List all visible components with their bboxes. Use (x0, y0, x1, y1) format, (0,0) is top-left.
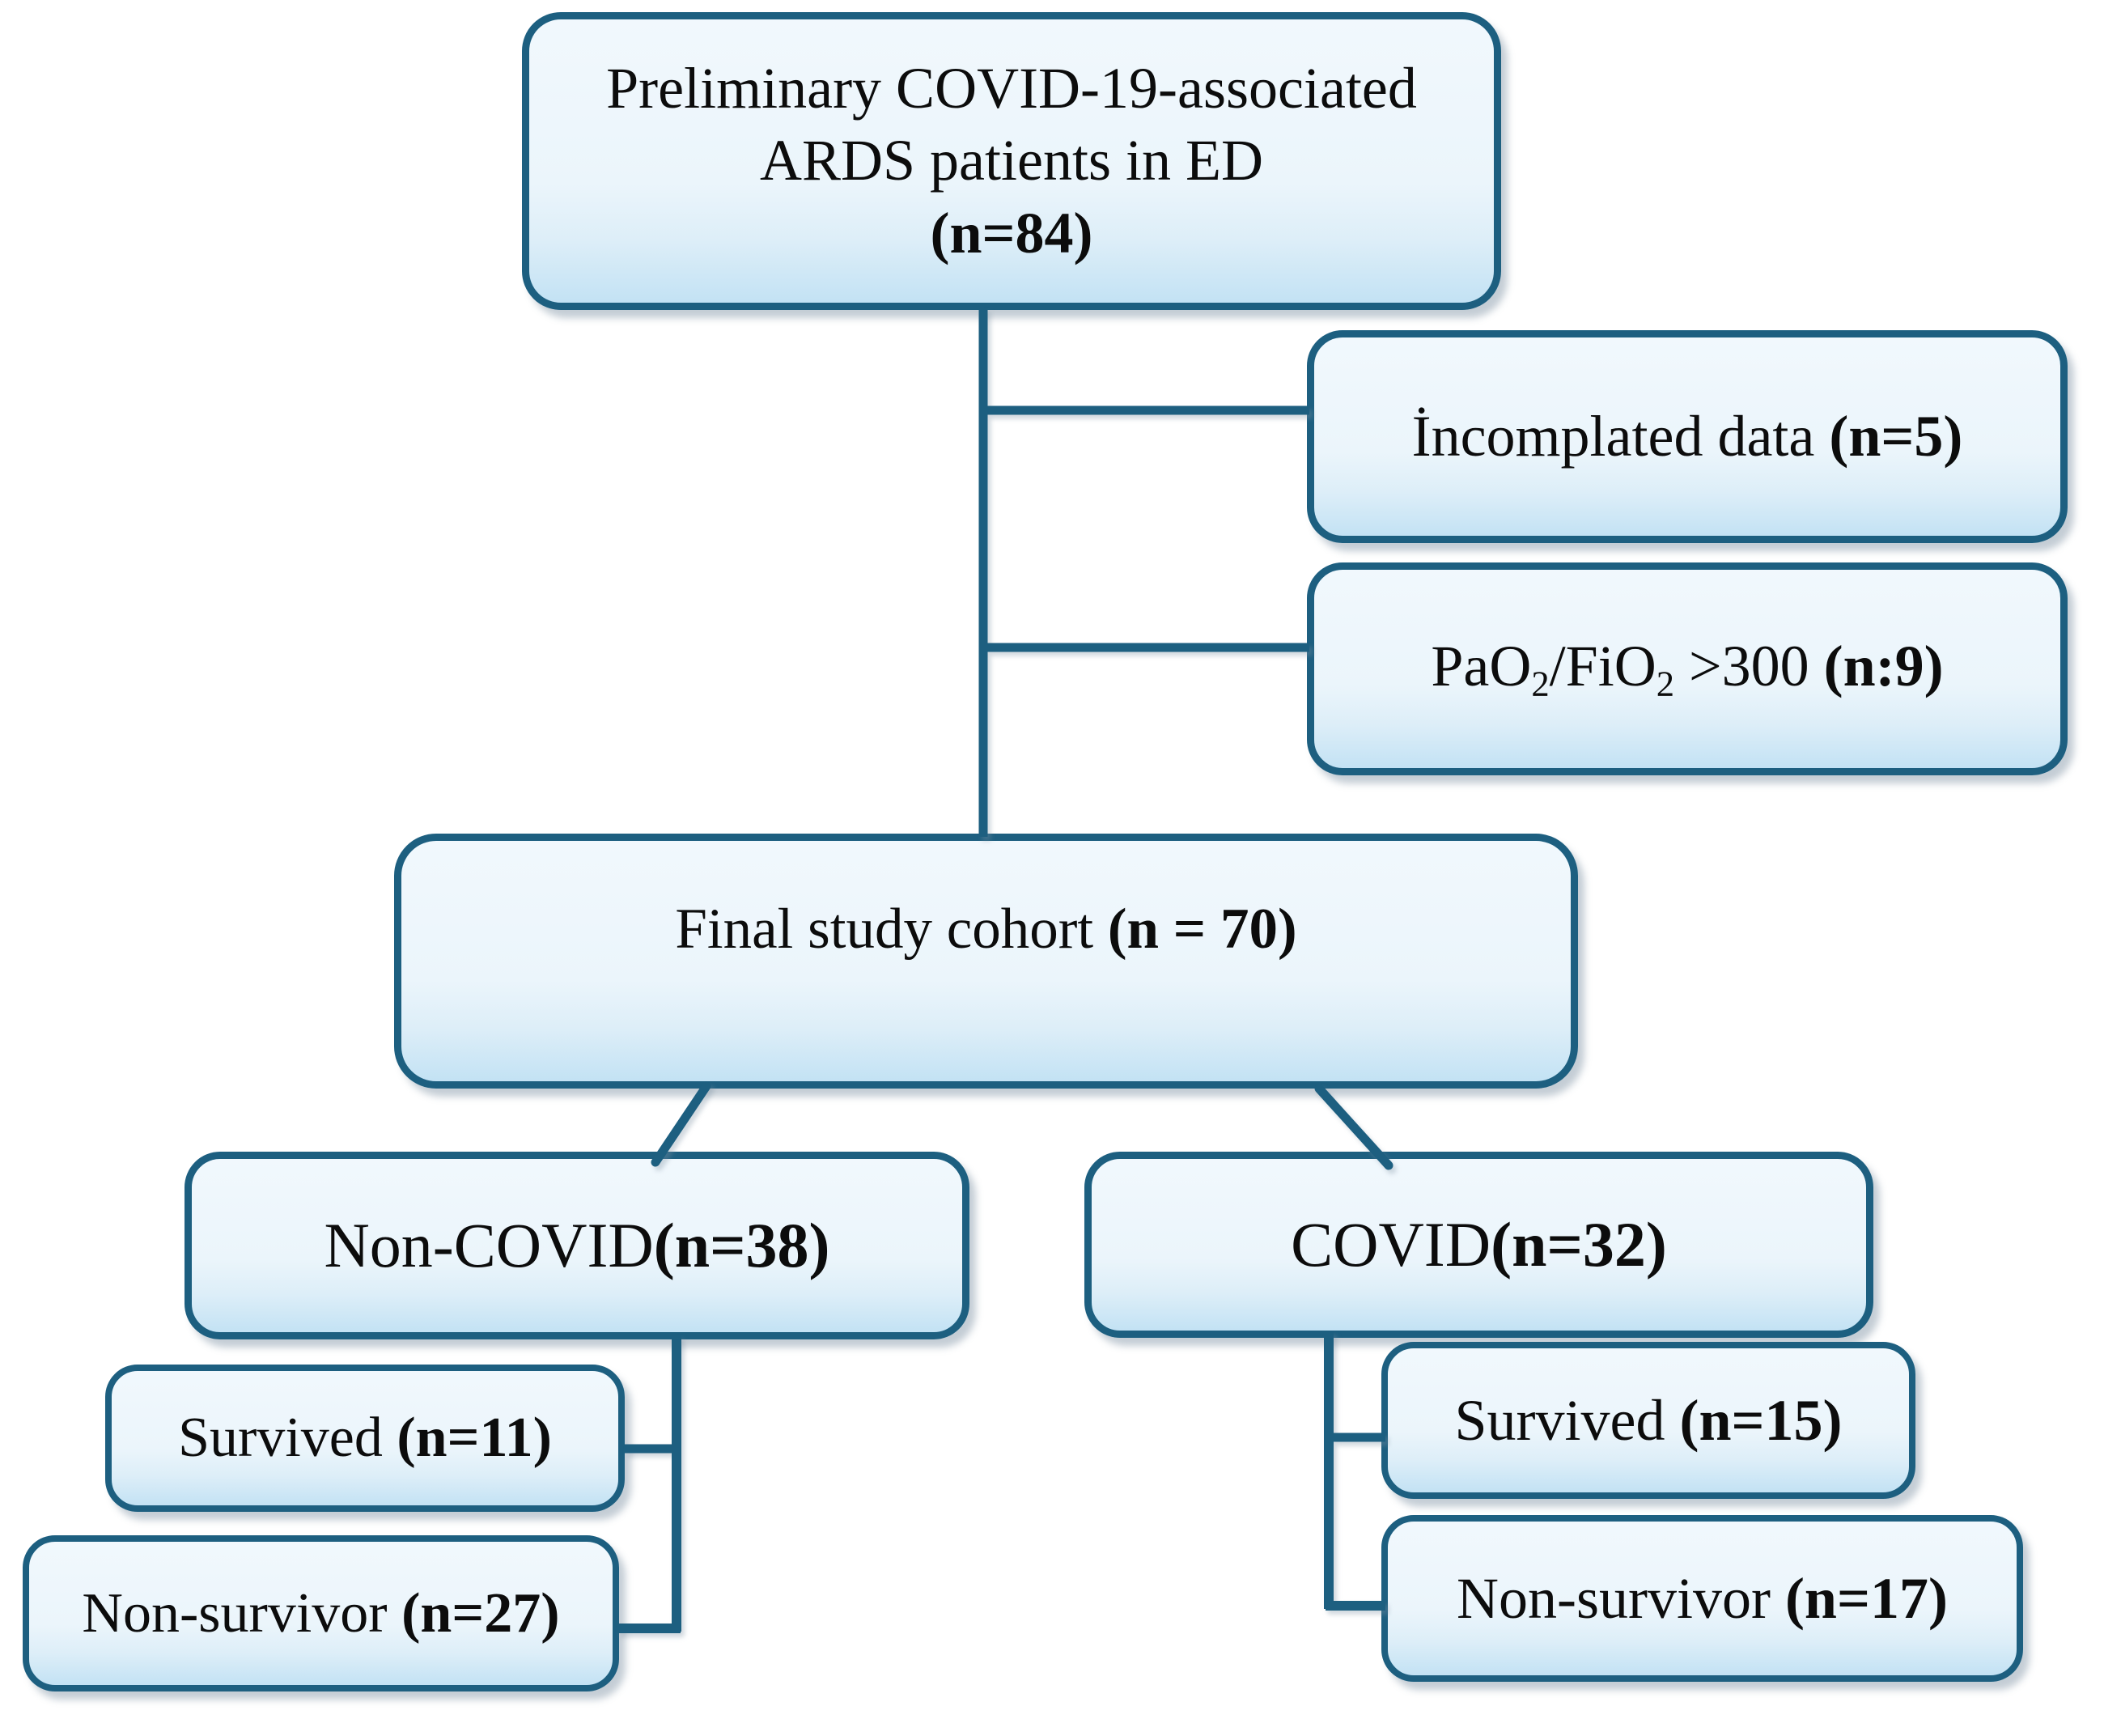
box-excluded-pao2-fio2-label: PaO2/FiO2 >300 (n:9) (1431, 634, 1944, 704)
connector-diagonal-noncovid (651, 1081, 711, 1167)
box-excluded-pao2-fio2: PaO2/FiO2 >300 (n:9) (1307, 562, 2068, 775)
box-noncovid-nonsurvivor: Non-survivor (n=27) (23, 1535, 619, 1691)
box-noncovid-survived: Survived (n=11) (105, 1365, 625, 1512)
box-noncovid-group: Non-COVID(n=38) (185, 1152, 969, 1339)
box-noncovid-group-label: Non-COVID(n=38) (324, 1210, 830, 1280)
box-final-study-cohort: Final study cohort (n = 70) (394, 834, 1578, 1089)
box-covid-nonsurvivor: Non-survivor (n=17) (1381, 1515, 2023, 1682)
box-excluded-incomplete-data-label: İncomplated data (n=5) (1411, 404, 1963, 469)
box-covid-survived-label: Survived (n=15) (1454, 1387, 1843, 1453)
box-covid-survived: Survived (n=15) (1381, 1342, 1915, 1499)
box-covid-group: COVID(n=32) (1084, 1152, 1873, 1338)
box-covid-group-label: COVID(n=32) (1291, 1209, 1667, 1280)
box-noncovid-survived-label: Survived (n=11) (178, 1407, 552, 1469)
box-noncovid-nonsurvivor-label: Non-survivor (n=27) (82, 1581, 560, 1645)
box-excluded-incomplete-data: İncomplated data (n=5) (1307, 330, 2068, 543)
box-covid-nonsurvivor-label: Non-survivor (n=17) (1457, 1565, 1948, 1631)
box-final-study-cohort-label: Final study cohort (n = 70) (675, 898, 1297, 961)
